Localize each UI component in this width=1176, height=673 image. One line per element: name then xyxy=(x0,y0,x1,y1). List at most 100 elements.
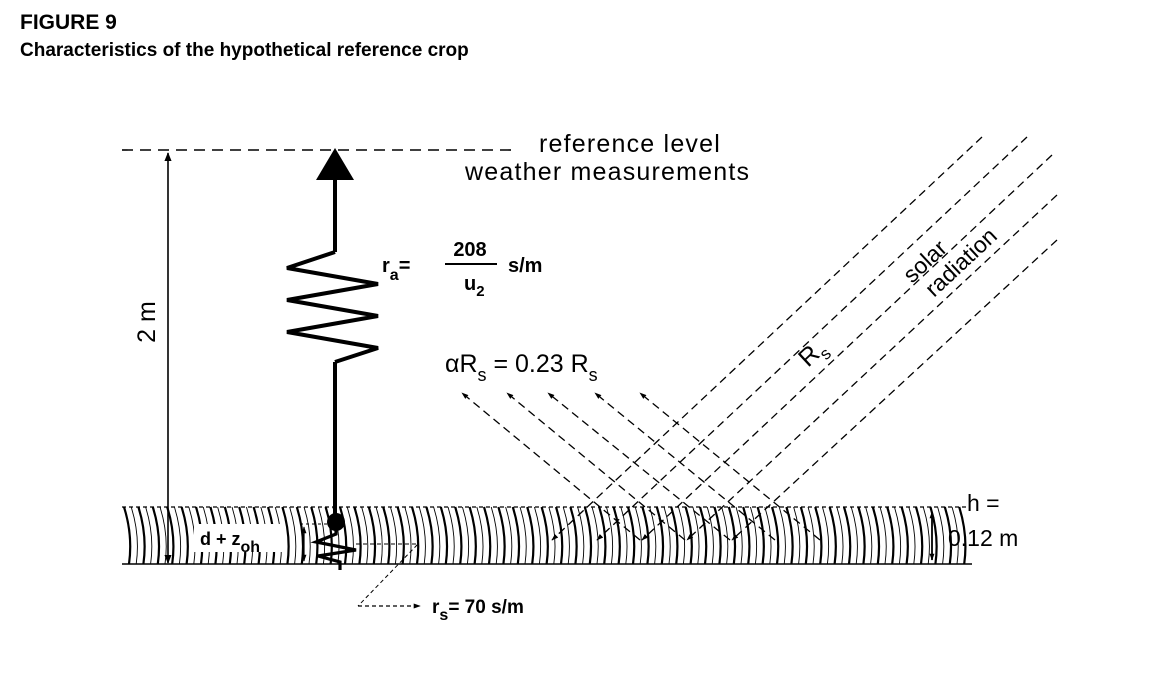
crop-stem xyxy=(303,506,311,565)
crop-stem xyxy=(770,506,780,565)
crop-stem xyxy=(865,506,873,565)
crop-stem xyxy=(871,506,881,565)
crop-stem xyxy=(418,506,426,565)
crop-stem xyxy=(721,506,729,565)
crop-stem xyxy=(821,506,830,565)
crop-stem xyxy=(396,506,405,565)
crop-stem xyxy=(173,506,182,565)
crop-stem xyxy=(886,506,895,565)
svg-text:ra=: ra= xyxy=(382,255,410,284)
crop-stem xyxy=(180,506,189,565)
crop-stem xyxy=(145,506,153,565)
crop-stem xyxy=(900,506,909,565)
crop-stem xyxy=(879,506,887,565)
crop-stem xyxy=(698,506,708,565)
crop-canopy xyxy=(122,506,972,565)
crop-stem xyxy=(310,506,319,565)
crop-stem xyxy=(166,506,175,565)
crop-stem xyxy=(706,506,714,565)
crop-stem xyxy=(410,506,420,565)
crop-surface-node xyxy=(327,513,345,531)
crop-stem xyxy=(295,506,305,565)
crop-stem xyxy=(490,506,498,565)
crop-stem xyxy=(389,506,398,565)
crop-stem xyxy=(670,506,679,565)
ra-formula: ra= 208 u2 s/m xyxy=(382,239,542,300)
height-2m-label: 2 m xyxy=(133,301,161,343)
up-arrow-head xyxy=(316,148,354,180)
figure-header: FIGURE 9 Characteristics of the hypothet… xyxy=(20,10,469,63)
crop-stem xyxy=(526,506,535,565)
crop-stem xyxy=(814,506,823,565)
figure-title: Characteristics of the hypothetical refe… xyxy=(20,40,469,61)
crop-stem xyxy=(612,506,621,565)
crop-stem xyxy=(447,506,455,565)
displacement-height: d + zoh xyxy=(194,523,330,565)
crop-stem xyxy=(836,506,844,565)
h-label: h = xyxy=(967,490,1000,516)
crop-stem xyxy=(850,506,858,565)
reference-level-label: reference level xyxy=(539,130,721,158)
crop-stem xyxy=(626,506,636,565)
crop-stem xyxy=(749,506,758,565)
crop-stem xyxy=(893,506,902,565)
crop-stem xyxy=(958,506,967,565)
crop-stem xyxy=(713,506,722,565)
crop-stem xyxy=(641,506,650,565)
weather-measurements-label: weather measurements xyxy=(464,158,750,186)
figure-number: FIGURE 9 xyxy=(20,11,117,34)
crop-stem xyxy=(649,506,657,565)
crop-stem xyxy=(454,506,463,565)
crop-stem xyxy=(605,506,614,565)
crop-stem xyxy=(346,506,354,565)
crop-stem xyxy=(122,506,132,565)
albedo-formula: αRs = 0.23 Rs xyxy=(445,350,598,385)
crop-stem xyxy=(554,506,564,565)
crop-stem xyxy=(332,506,340,565)
crop-stem xyxy=(663,506,671,565)
crop-stem xyxy=(533,506,542,565)
crop-stem xyxy=(461,506,470,565)
crop-stem xyxy=(756,506,765,565)
crop-stem xyxy=(289,506,297,565)
crop-stem xyxy=(505,506,513,565)
crop-stem xyxy=(519,506,527,565)
crop-stem xyxy=(857,506,866,565)
crop-stem xyxy=(540,506,549,565)
h-value: 0.12 m xyxy=(948,525,1018,551)
crop-stem xyxy=(433,506,441,565)
crop-stem xyxy=(353,506,362,565)
crop-stem xyxy=(914,506,924,565)
crop-stem xyxy=(482,506,492,565)
crop-stem xyxy=(655,506,665,565)
crop-stem xyxy=(583,506,593,565)
crop-stem xyxy=(511,506,521,565)
ra-numerator: 208 xyxy=(453,239,486,261)
surface-resistance: rs= 70 s/m xyxy=(310,526,524,624)
crop-stem xyxy=(137,506,146,565)
solar-radiation-rays xyxy=(551,136,1058,541)
crop-stem xyxy=(367,506,377,565)
crop-height: h = 0.12 m xyxy=(929,490,1018,561)
crop-stem xyxy=(598,506,607,565)
crop-stem xyxy=(577,506,585,565)
svg-text:rs= 70 s/m: rs= 70 s/m xyxy=(432,597,524,624)
crop-stem xyxy=(943,506,953,565)
ra-unit: s/m xyxy=(508,255,542,277)
crop-stem xyxy=(793,506,801,565)
crop-stem xyxy=(468,506,477,565)
crop-stem xyxy=(937,506,945,565)
crop-stem xyxy=(677,506,686,565)
crop-stem xyxy=(562,506,570,565)
crop-stem xyxy=(281,506,290,565)
crop-stem xyxy=(338,506,348,565)
crop-stem xyxy=(591,506,599,565)
crop-stem xyxy=(375,506,383,565)
crop-stem xyxy=(425,506,434,565)
crop-stem xyxy=(799,506,809,565)
crop-stem xyxy=(684,506,693,565)
crop-stem xyxy=(497,506,506,565)
crop-stem xyxy=(634,506,642,565)
rs-symbol: Rs xyxy=(793,334,835,376)
